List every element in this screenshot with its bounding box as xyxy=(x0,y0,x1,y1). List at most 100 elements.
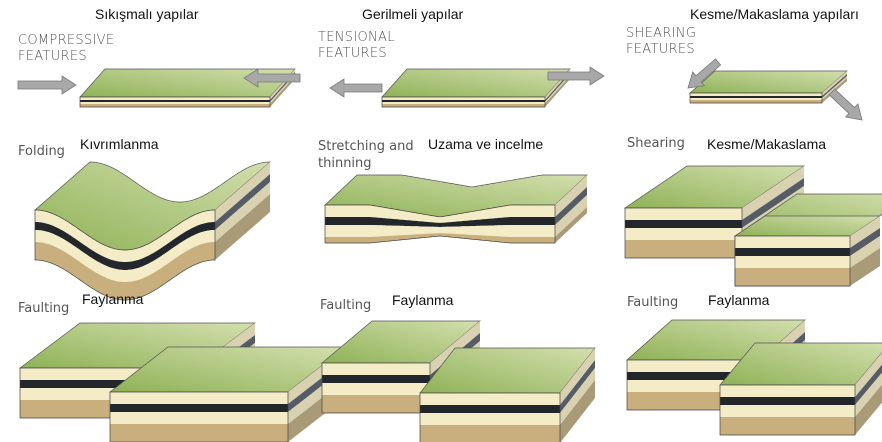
front-layer xyxy=(110,412,288,424)
side-layer xyxy=(560,368,595,425)
side-layer xyxy=(560,348,595,405)
front-layer xyxy=(325,205,555,223)
arrow-up-left-icon xyxy=(687,58,722,89)
front-layer xyxy=(690,100,822,103)
front-layer xyxy=(627,360,760,372)
stretching-line1: Stretching and xyxy=(318,139,414,154)
front-layer xyxy=(690,93,822,96)
side-layer xyxy=(822,71,847,96)
side-layer xyxy=(555,207,587,243)
front-layer xyxy=(625,228,742,240)
arrow-left-icon xyxy=(329,78,383,98)
side-layer xyxy=(742,178,804,228)
front-layer xyxy=(720,417,855,435)
front-layer xyxy=(35,210,215,262)
compressive-title-tr: Sıkışmalı yapılar xyxy=(95,6,199,22)
side-layer xyxy=(855,352,882,397)
side-layer xyxy=(270,76,295,107)
stretching-line2: thinning xyxy=(318,156,372,171)
side-layer xyxy=(555,175,587,217)
tensional-line1: TENSIONAL xyxy=(318,30,395,45)
front-layer xyxy=(35,222,215,270)
side-layer xyxy=(215,174,270,230)
front-layer xyxy=(625,220,742,228)
faulting-label-tr-2: Faylanma xyxy=(392,292,454,308)
front-layer xyxy=(35,230,215,282)
front-layer xyxy=(420,393,560,405)
front-layer xyxy=(735,236,850,248)
front-layer xyxy=(420,425,560,442)
faulting-label-tr-3: Faylanma xyxy=(708,292,770,308)
fault-block-right-3 xyxy=(719,342,882,436)
shearing-line2: FEATURES xyxy=(626,42,695,57)
front-layer xyxy=(382,100,545,102)
shearing-title-en: SHEARING FEATURES xyxy=(626,26,696,58)
top-surface xyxy=(79,68,296,98)
front-layer xyxy=(80,97,270,100)
shearing-title-tr: Kesme/Makaslama yapıları xyxy=(690,6,859,22)
front-layer xyxy=(322,395,430,413)
front-layer xyxy=(325,233,555,243)
tensional-title-en: TENSIONAL FEATURES xyxy=(318,30,395,62)
top-surface xyxy=(689,70,848,94)
front-layer xyxy=(80,104,270,107)
front-layer xyxy=(322,375,430,383)
side-layer xyxy=(822,74,847,98)
tensional-title-tr: Gerilmeli yapılar xyxy=(362,6,464,22)
front-layer xyxy=(735,248,850,256)
folding-label-tr: Kıvrımlanma xyxy=(80,136,159,152)
front-layer xyxy=(720,405,855,417)
front-layer xyxy=(720,385,855,397)
front-layer xyxy=(80,102,270,104)
side-layer xyxy=(855,364,882,405)
front-layer xyxy=(735,256,850,268)
arrow-right-icon xyxy=(17,75,77,95)
side-layer xyxy=(555,195,587,237)
stretching-block xyxy=(324,174,588,244)
side-layer xyxy=(850,248,880,286)
shearing-line1: SHEARING xyxy=(626,26,697,41)
side-layer xyxy=(555,187,587,225)
shearing-label-tr: Kesme/Makaslama xyxy=(707,136,827,152)
front-layer xyxy=(720,397,855,405)
front-layer xyxy=(80,100,270,102)
shearing-label-en: Shearing xyxy=(627,136,685,151)
front-layer xyxy=(625,208,742,220)
front-layer xyxy=(690,98,822,100)
fault-block-right-2 xyxy=(419,347,596,442)
front-layer xyxy=(735,268,850,286)
tensional-line2: FEATURES xyxy=(318,46,387,61)
arrow-right-icon xyxy=(547,66,605,86)
front-layer xyxy=(110,424,288,442)
side-layer xyxy=(215,182,270,242)
stretching-label-tr: Uzama ve incelme xyxy=(428,136,544,152)
compressive-line1: COMPRESSIVE xyxy=(18,33,115,48)
side-layer xyxy=(545,74,570,104)
side-layer xyxy=(850,216,880,248)
side-layer xyxy=(215,162,270,222)
side-layer xyxy=(822,76,847,100)
faulting-label-en-2: Faulting xyxy=(320,298,372,313)
stretching-label-en: Stretching and thinning xyxy=(318,138,414,172)
front-layer xyxy=(382,97,545,100)
side-layer xyxy=(560,380,595,442)
front-layer xyxy=(382,102,545,104)
faulting-label-en-1: Faulting xyxy=(18,301,70,316)
side-layer xyxy=(855,372,882,417)
front-layer xyxy=(325,225,555,237)
front-layer xyxy=(110,392,288,404)
front-layer xyxy=(625,240,742,258)
faulting-label-tr-1: Faylanma xyxy=(82,291,144,307)
arrow-down-right-icon xyxy=(828,88,863,121)
faulting-label-en-3: Faulting xyxy=(627,295,679,310)
front-layer xyxy=(382,104,545,107)
top-surface xyxy=(381,68,571,98)
front-layer xyxy=(420,405,560,413)
folding-block xyxy=(34,161,271,301)
side-layer xyxy=(742,166,804,220)
front-layer xyxy=(325,217,555,227)
front-layer xyxy=(322,383,430,395)
side-layer xyxy=(560,360,595,413)
